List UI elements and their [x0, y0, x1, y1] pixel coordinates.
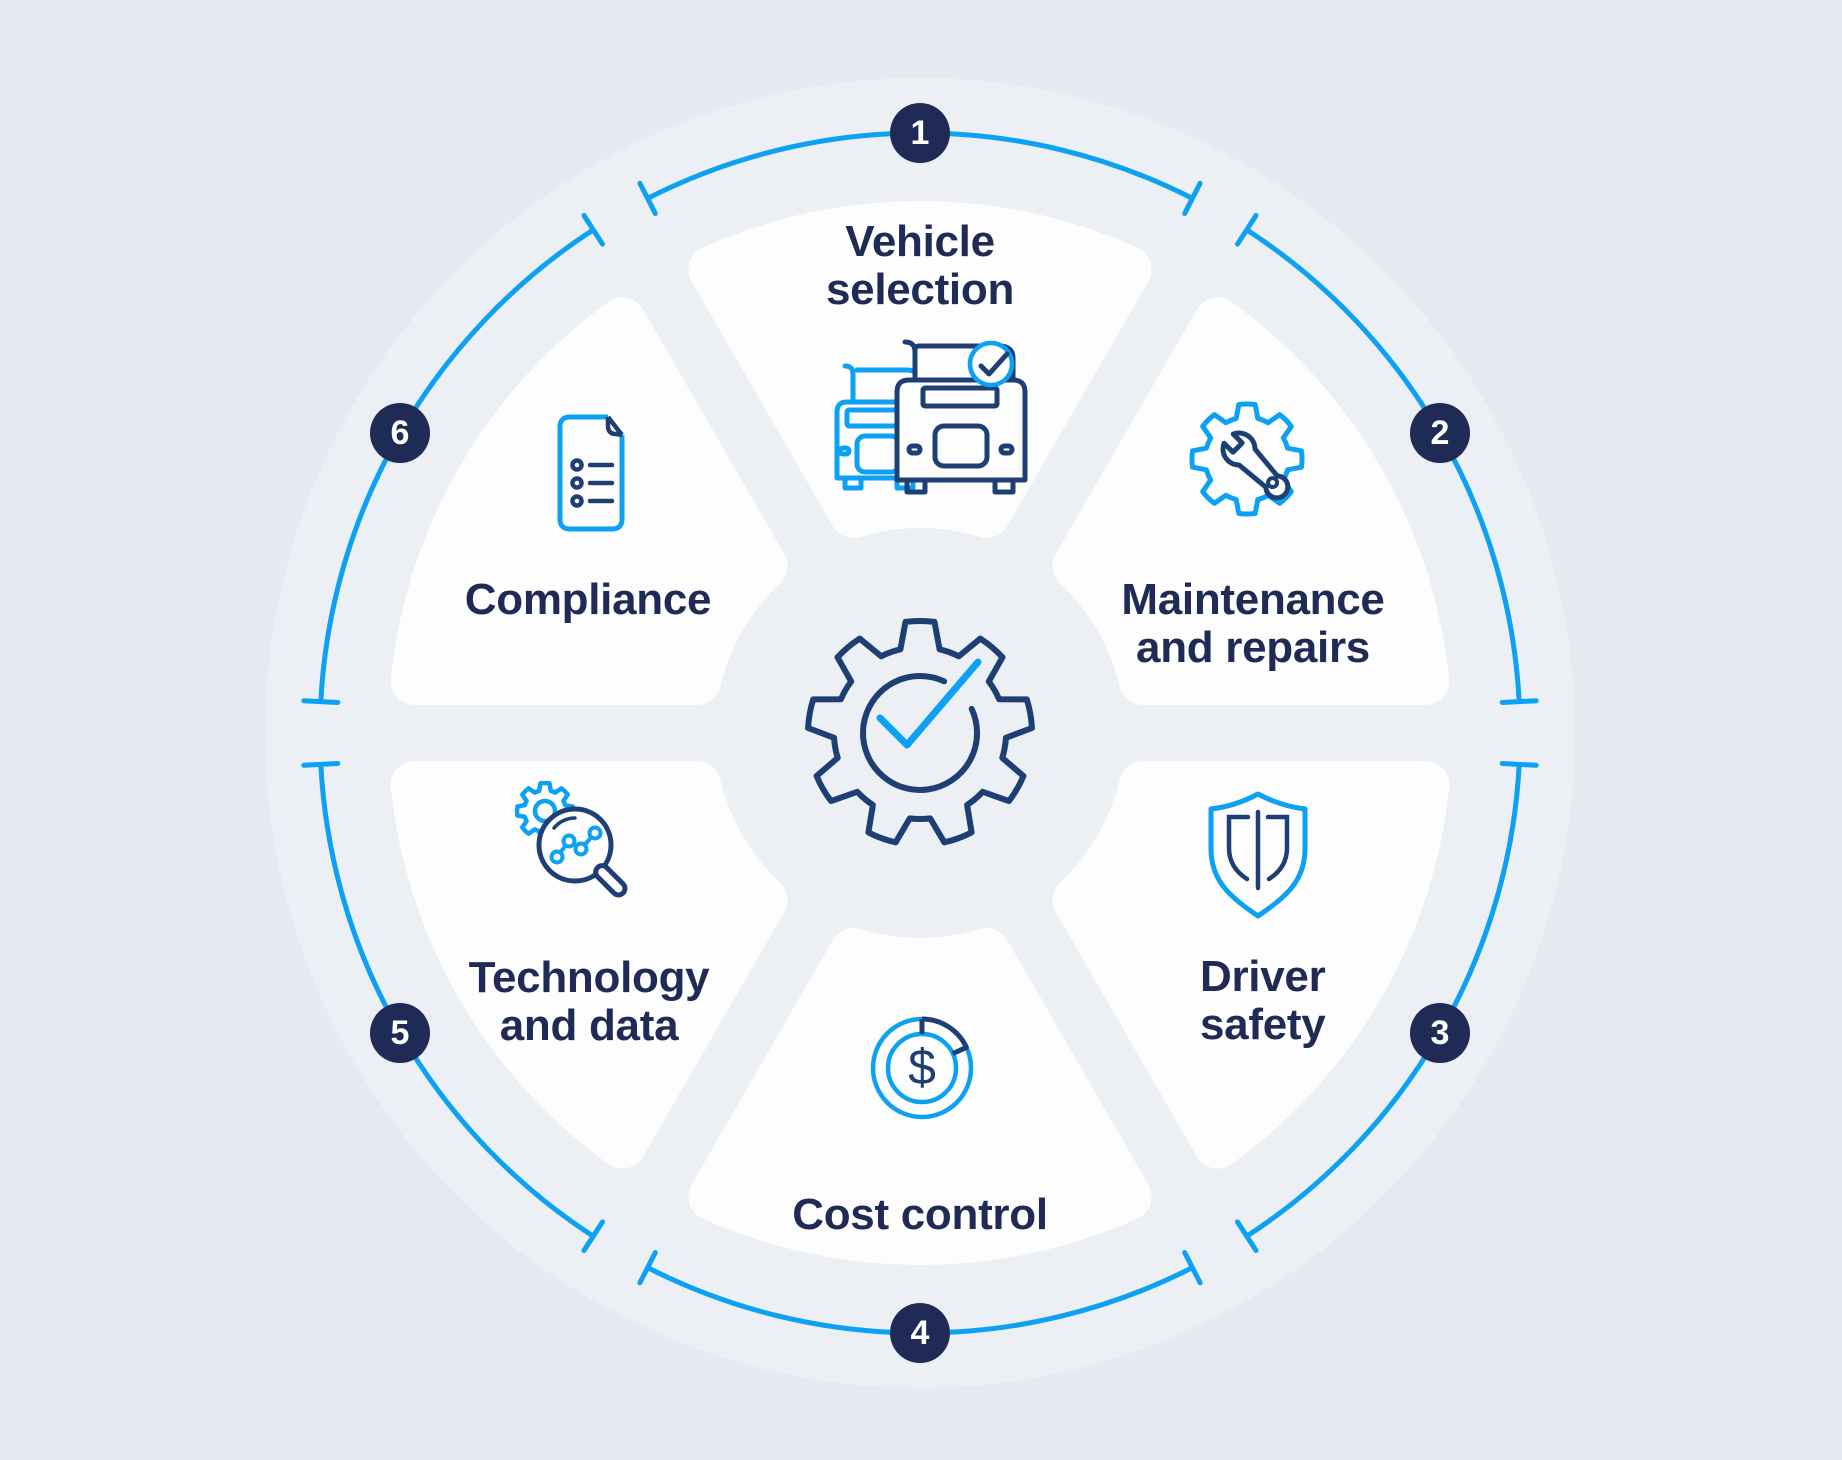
checkmark [876, 658, 982, 749]
arc-tick [637, 1250, 658, 1286]
shield-icon [1208, 791, 1308, 919]
inner-circle [860, 672, 981, 793]
arc-tick [1499, 761, 1539, 768]
gear-check-icon [805, 617, 1035, 846]
arc-tick [1235, 213, 1259, 247]
gear-magnifier-icon [514, 781, 628, 898]
arc-tick [581, 213, 605, 247]
wedge-segment-5 [390, 761, 788, 1169]
gear-outline [805, 617, 1035, 846]
label-line: Driver [1200, 952, 1326, 1001]
label-line: Cost control [792, 1190, 1048, 1239]
wrench [1220, 430, 1291, 501]
label-technology-data: Technology and data [469, 954, 710, 1050]
trucks-check-icon [834, 339, 1028, 495]
label-driver-safety: Driver safety [1200, 952, 1326, 1049]
label-line: Vehicle [845, 217, 995, 266]
label-vehicle-selection: Vehicle selection [826, 218, 1014, 314]
gear-outline [1189, 401, 1305, 517]
magnifier-handle [593, 863, 628, 898]
badge-6: 6 [370, 403, 430, 463]
arc-tick [301, 761, 341, 768]
label-cost-control: Cost control [792, 1191, 1048, 1239]
document-outline [557, 414, 625, 532]
label-line: safety [1200, 1000, 1326, 1049]
wedge-segment-4 [688, 928, 1152, 1265]
label-line: Technology [468, 953, 710, 1002]
wedge-segment-2 [1052, 297, 1450, 705]
arc-tick [637, 180, 658, 216]
arc-tick [1499, 698, 1539, 705]
label-line: and data [499, 1001, 679, 1050]
label-line: Maintenance [1121, 575, 1385, 624]
wedge-segment-3 [1052, 761, 1450, 1169]
donut-dollar-icon: $ [870, 1016, 974, 1120]
badge-3: 3 [1410, 1003, 1470, 1063]
arc-tick [1182, 1250, 1203, 1286]
chart-dots [549, 825, 603, 865]
lens-glint [552, 816, 577, 830]
checklist-rows [570, 458, 615, 508]
gear-wrench-icon [1189, 401, 1305, 517]
shield-inner [1226, 809, 1290, 891]
folded-corner [605, 415, 624, 438]
badge-1: 1 [890, 103, 950, 163]
badge-5: 5 [370, 1003, 430, 1063]
label-line: and repairs [1136, 623, 1370, 672]
label-line: Compliance [464, 575, 712, 624]
label-maintenance-repairs: Maintenance and repairs [1121, 575, 1385, 672]
donut-segment [919, 1016, 969, 1056]
arc-tick [1182, 180, 1203, 216]
dollar-sign: $ [908, 1039, 936, 1095]
arc-tick [581, 1219, 605, 1253]
badge-2: 2 [1410, 403, 1470, 463]
document-checklist-icon [557, 414, 625, 532]
check-circle [967, 340, 1015, 388]
badge-4: 4 [890, 1303, 950, 1363]
shield-outline [1208, 791, 1308, 919]
label-compliance: Compliance [464, 575, 712, 624]
arc-tick [301, 698, 341, 705]
label-line: selection [825, 265, 1015, 314]
arc-tick [1235, 1219, 1259, 1253]
